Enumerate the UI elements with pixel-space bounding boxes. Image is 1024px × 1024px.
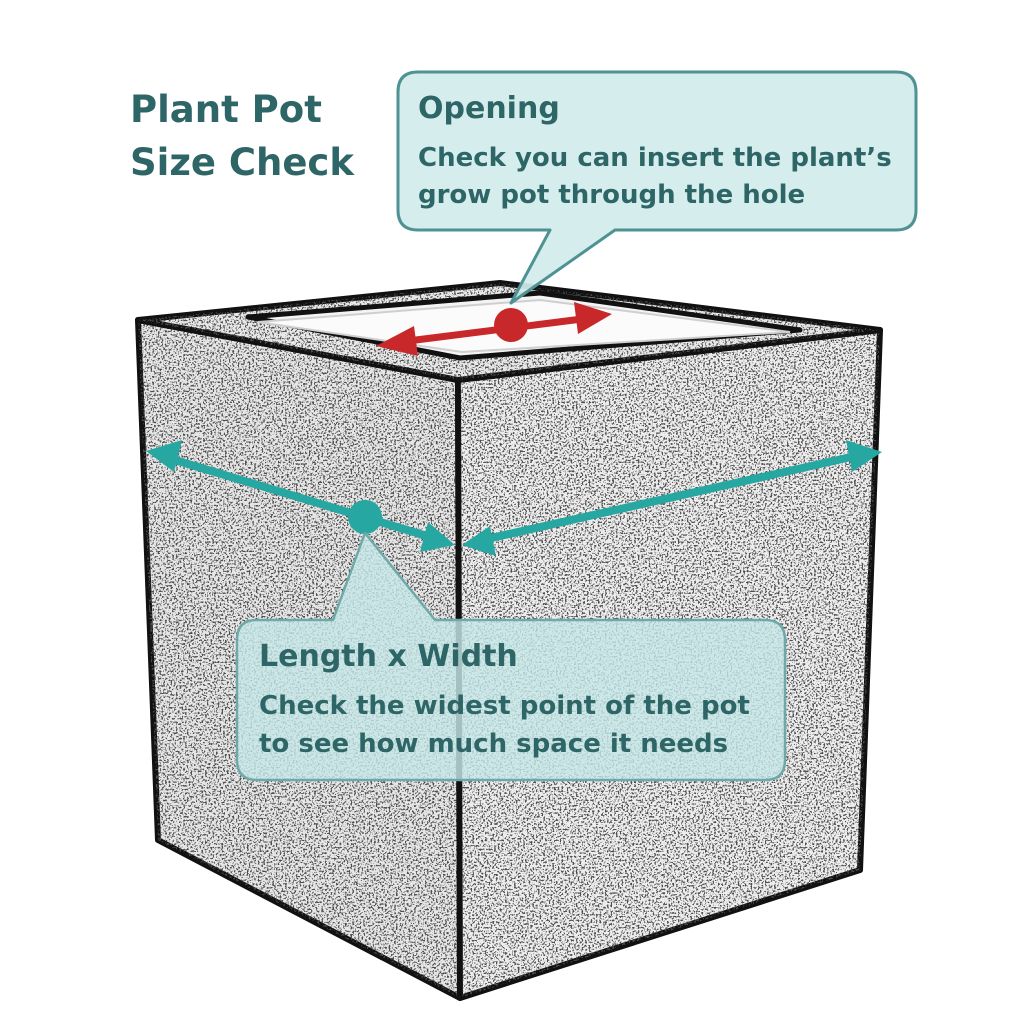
arrow-head-right — [574, 302, 612, 334]
diagram-title: Plant Pot Size Check — [130, 88, 355, 184]
opening-marker-dot — [494, 308, 528, 342]
opening-heading: Opening — [418, 91, 560, 126]
title-line-2: Size Check — [130, 141, 355, 184]
length-width-callout-bubble — [235, 531, 787, 782]
length-width-arrows — [146, 440, 882, 556]
length-width-heading: Length x Width — [259, 639, 518, 674]
opening-arrow — [376, 302, 612, 356]
length-width-marker-dot — [348, 500, 382, 534]
opening-text-line-2: grow pot through the hole — [418, 180, 805, 210]
length-width-text-line-1: Check the widest point of the pot — [259, 691, 750, 721]
length-width-callout: Length x Width Check the widest point of… — [235, 531, 787, 782]
arrow-head-center-right — [462, 526, 496, 556]
arrow-head-center-left — [420, 522, 455, 552]
arrow-head-left — [376, 326, 418, 356]
arrow-head-far-left — [146, 440, 182, 472]
arrow-head-far-right — [846, 440, 882, 472]
opening-callout: Opening Check you can insert the plant’s… — [396, 70, 918, 305]
length-width-text-line-2: to see how much space it needs — [259, 729, 728, 759]
title-line-1: Plant Pot — [130, 88, 322, 131]
opening-callout-bubble — [396, 70, 918, 305]
opening-text-line-1: Check you can insert the plant’s — [418, 143, 892, 173]
